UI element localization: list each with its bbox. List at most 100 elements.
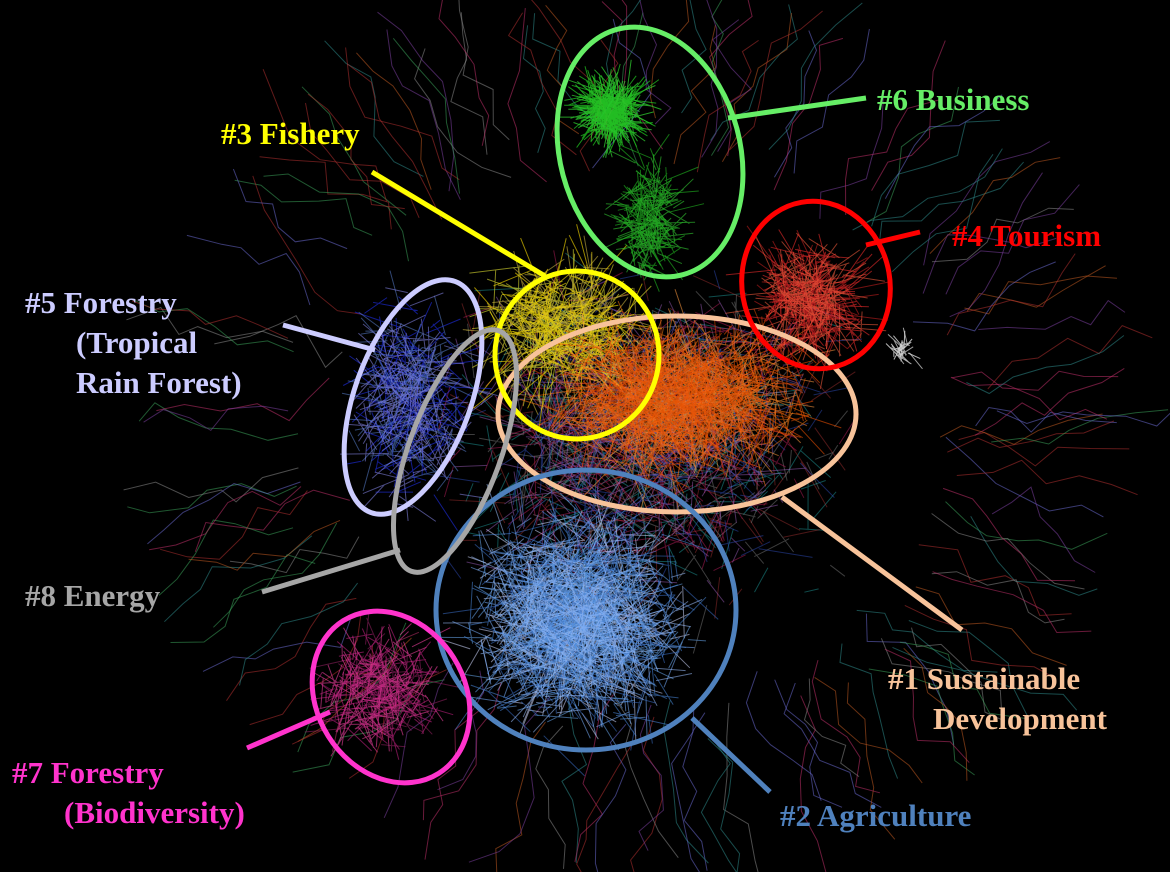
edge-branch: [915, 586, 1067, 666]
edge-branch: [811, 659, 881, 794]
edge-branch: [383, 662, 454, 819]
edge-branch: [852, 148, 1003, 231]
cluster-ellipse-c7: [309, 608, 473, 786]
edge-branch: [964, 275, 1118, 315]
edge-branch: [783, 682, 882, 808]
leader-line-c2: [690, 716, 772, 794]
label-cluster-2: #2 Agriculture: [780, 796, 971, 836]
edge-branch: [892, 646, 1078, 711]
leader-line-c7: [246, 709, 331, 751]
edge-branch: [507, 12, 577, 156]
cluster-callouts: [246, 24, 964, 794]
edge-branch: [945, 436, 1104, 518]
edge-branch: [710, 0, 730, 156]
edge-branch: [226, 597, 357, 701]
edge-branch: [939, 413, 1103, 445]
edge-branch: [649, 0, 690, 119]
edge-branch: [639, 0, 672, 125]
edge-branch: [947, 420, 1115, 453]
edge-branch: [932, 571, 1092, 634]
edge-branch: [594, 723, 627, 872]
edge-branch: [576, 742, 634, 872]
cluster-ellipse-c4: [739, 198, 893, 372]
edge-branch: [673, 24, 717, 165]
edge-branch: [931, 207, 1074, 263]
edge-branch: [143, 405, 289, 432]
edge-branch: [229, 536, 360, 574]
edge-branch: [202, 615, 353, 672]
label-line: #5 Forestry: [25, 285, 177, 320]
leader-line-c4: [865, 229, 921, 248]
edge-branch: [392, 37, 460, 194]
edge-branch: [149, 486, 302, 551]
edge-branch: [904, 604, 1057, 679]
edge-branch: [263, 173, 409, 262]
label-cluster-4: #4 Tourism: [952, 216, 1101, 256]
edge-bundle: [885, 330, 921, 365]
edge-branch: [745, 671, 822, 801]
leader-line-c6: [727, 95, 867, 121]
label-line: Rain Forest): [76, 365, 242, 400]
label-cluster-5: #5 Forestry (Tropical Rain Forest): [25, 283, 242, 403]
edge-branch: [723, 702, 759, 872]
edge-branch: [132, 300, 289, 339]
edge-branch: [700, 735, 737, 872]
label-cluster-1: #1 Sustainable Development: [888, 659, 1107, 739]
edge-branch: [884, 94, 1003, 199]
edge-branch: [450, 12, 488, 155]
edge-branch: [614, 697, 679, 858]
edge-bundle: [531, 308, 810, 482]
edge-branch: [931, 513, 1085, 590]
edge-branch: [262, 69, 388, 202]
edge-branch: [214, 315, 343, 369]
edge-branch: [324, 40, 424, 177]
edge-branch: [846, 682, 896, 840]
label-cluster-7: #7 Forestry (Biodiversity): [12, 753, 245, 833]
edge-branch: [803, 678, 860, 778]
label-line: #4 Tourism: [952, 218, 1102, 253]
edge-branch: [819, 90, 885, 219]
edge-branch: [951, 370, 1119, 391]
label-line: Development: [933, 701, 1107, 736]
edge-branch: [996, 410, 1170, 427]
edge-branch: [950, 376, 1108, 421]
edge-bundle: [340, 287, 498, 522]
edge-branch: [987, 324, 1153, 390]
edge-bundle: [610, 133, 705, 292]
edge-branch: [844, 98, 942, 216]
edge-branch: [966, 265, 1106, 312]
edge-branch: [966, 335, 1125, 395]
cluster-ellipse-c2: [433, 467, 739, 753]
network-edges: [123, 0, 1170, 872]
label-line: #3 Fishery: [221, 116, 360, 151]
edge-branch: [871, 119, 1000, 227]
edge-branch: [307, 93, 405, 210]
edge-branch: [974, 367, 1125, 436]
edge-bundle: [725, 232, 887, 389]
label-cluster-6: #6 Business: [877, 80, 1029, 120]
edge-branch: [232, 168, 348, 250]
label-line: (Tropical: [76, 325, 198, 360]
label-line: #1 Sustainable: [888, 661, 1081, 696]
edge-branch: [793, 28, 870, 174]
edge-branch: [561, 700, 588, 864]
edge-branch: [682, 712, 708, 871]
edge-branch: [259, 156, 392, 230]
edge-branch: [991, 409, 1169, 445]
edge-branch: [535, 725, 566, 869]
edge-branch: [681, 0, 707, 114]
cluster-ellipse-c5: [341, 277, 485, 517]
edge-branch: [709, 0, 753, 157]
edge-branch: [170, 554, 316, 643]
edge-branch: [507, 8, 547, 183]
edge-branch: [638, 704, 664, 851]
edge-branch: [239, 582, 358, 686]
edge-branch: [912, 261, 1056, 332]
edge-branch: [158, 519, 294, 596]
edge-branch: [908, 620, 1029, 718]
edge-branch: [929, 157, 1061, 254]
edge-branch: [213, 522, 338, 628]
edge-branch: [138, 402, 299, 441]
edge-branch: [978, 299, 1126, 330]
